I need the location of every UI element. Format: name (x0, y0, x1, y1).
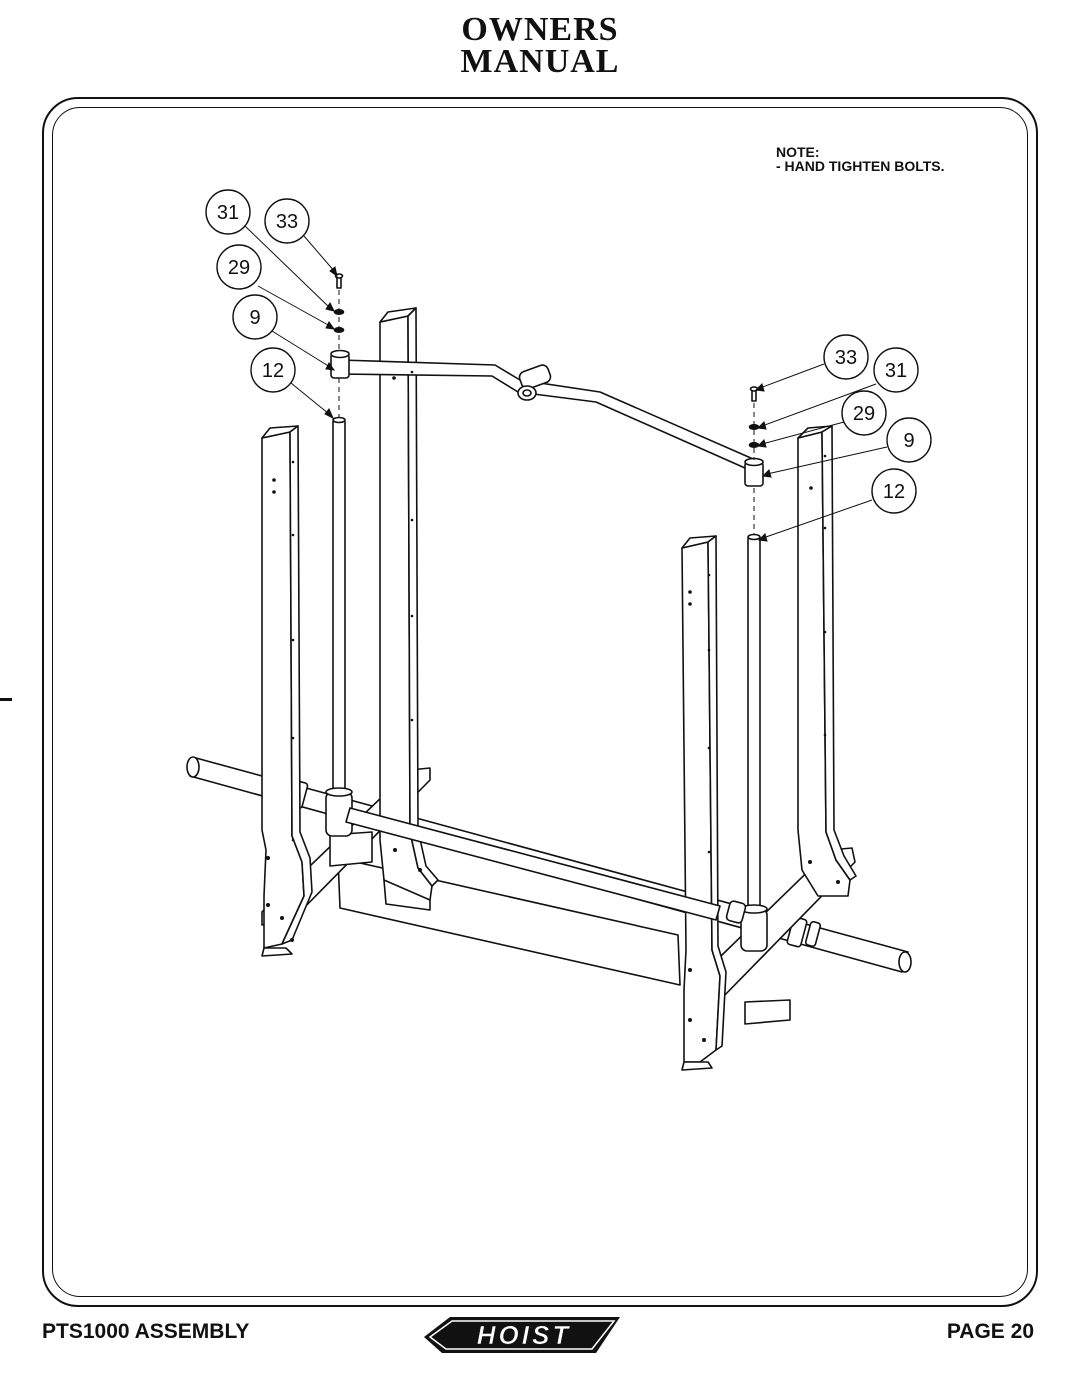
callout-label: 33 (835, 347, 857, 369)
hoist-logo: HOIST (424, 1317, 620, 1353)
svg-text:HOIST: HOIST (477, 1320, 571, 1350)
callout-bubbles (205, 189, 932, 514)
bar-front-segment (345, 807, 721, 921)
callout-label: 9 (903, 430, 914, 452)
callout-label: 31 (885, 360, 907, 382)
callout-bubble (841, 390, 887, 436)
callout-bubble (232, 294, 278, 340)
note-heading: NOTE: (776, 144, 820, 160)
hardware-right (748, 386, 760, 448)
manual-title-line1: OWNERS (461, 11, 619, 48)
top-bar (330, 349, 764, 487)
callout-label: 9 (249, 307, 260, 329)
drawing-frame-outer (42, 97, 1038, 1307)
callout-bubble (871, 468, 917, 514)
callout-label: 31 (217, 202, 239, 224)
footer-page-number: PAGE 20 (946, 1320, 1034, 1343)
upright-front-left (261, 425, 313, 957)
callout-label: 29 (228, 257, 250, 279)
guide-rod-left (325, 416, 353, 837)
callout-bubble (205, 189, 251, 235)
callout-label: 12 (262, 360, 284, 382)
upright-back-left (379, 307, 439, 911)
assembly-note: NOTE: - HAND TIGHTEN BOLTS. (776, 145, 945, 173)
manual-title-line2: MANUAL (460, 43, 620, 80)
callout-bubble (250, 347, 296, 393)
callout-bubble (216, 244, 262, 290)
callout-leaders (244, 225, 888, 542)
upright-back-right (797, 425, 857, 897)
callout-label: 12 (883, 481, 905, 503)
footer-model: PTS1000 ASSEMBLY (42, 1320, 250, 1343)
callout-bubble (264, 198, 310, 244)
callout-bubble (873, 347, 919, 393)
drawing-frame-inner (52, 107, 1028, 1297)
upright-holes (266, 370, 840, 1042)
upright-front-right (681, 535, 727, 1071)
callout-bubble (823, 334, 869, 380)
callout-label: 29 (853, 403, 875, 425)
note-text: - HAND TIGHTEN BOLTS. (776, 158, 945, 174)
callout-label: 33 (276, 211, 298, 233)
callout-bubble (886, 417, 932, 463)
guide-rod-right (740, 533, 768, 952)
margin-mark (0, 698, 12, 701)
